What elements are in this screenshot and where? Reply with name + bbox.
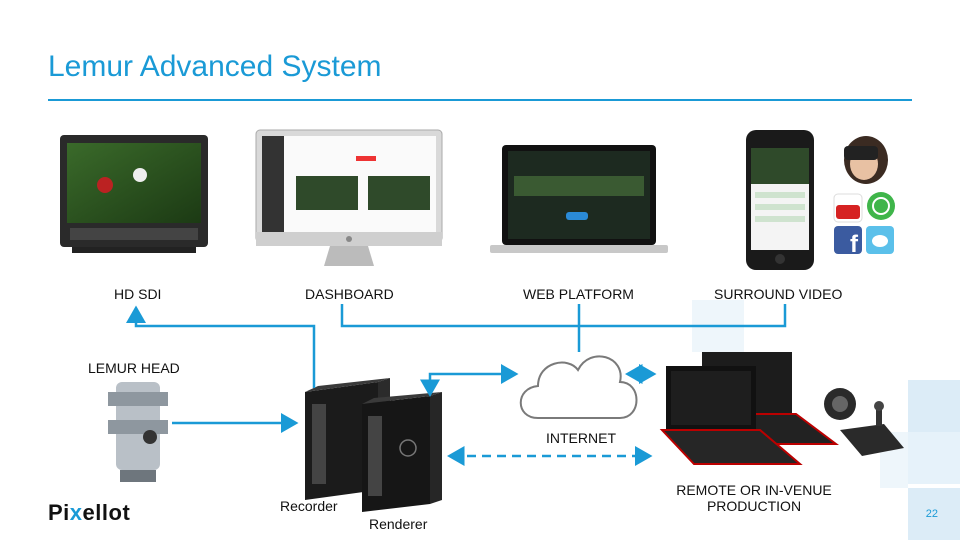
connector-lines — [126, 304, 787, 466]
svg-text:f: f — [850, 231, 859, 258]
recorder-label: Recorder — [280, 498, 338, 514]
vr-headset-icon — [844, 136, 888, 184]
title-divider — [48, 99, 912, 101]
youtube-icon — [833, 193, 863, 223]
dashboard-imac-icon — [255, 129, 443, 266]
ptz-controller-icon — [824, 388, 904, 456]
page-number: 22 — [925, 508, 938, 520]
dashboard-label: DASHBOARD — [305, 286, 394, 302]
twitter-icon — [866, 226, 894, 254]
pixellot-logo: Pixellot — [48, 500, 131, 525]
renderer-label: Renderer — [369, 516, 428, 532]
hd-monitor-icon — [60, 135, 208, 253]
lemur-head-label: LEMUR HEAD — [88, 360, 180, 376]
production-laptops-icon — [659, 352, 839, 465]
facebook-icon: f — [834, 226, 862, 258]
internet-label: INTERNET — [546, 430, 616, 446]
web-platform-laptop-icon — [490, 145, 668, 253]
decor-square — [908, 488, 960, 540]
internet-cloud-icon — [519, 355, 638, 419]
renderer-tower-icon — [362, 392, 442, 512]
surround-video-label: SURROUND VIDEO — [714, 286, 843, 302]
surround-video-phone-icon — [746, 130, 814, 270]
production-label-line1: REMOTE OR IN-VENUE — [676, 482, 832, 498]
web-platform-label: WEB PLATFORM — [523, 286, 634, 302]
page-title: Lemur Advanced System — [48, 50, 382, 83]
hd-sdi-label: HD SDI — [114, 286, 162, 302]
decor-square — [908, 432, 960, 484]
lemur-head-camera-icon — [108, 382, 168, 482]
whatsapp-icon — [867, 192, 895, 220]
production-label: REMOTE OR IN-VENUE PRODUCTION — [672, 482, 836, 514]
production-label-line2: PRODUCTION — [706, 498, 802, 514]
decor-square — [908, 380, 960, 432]
